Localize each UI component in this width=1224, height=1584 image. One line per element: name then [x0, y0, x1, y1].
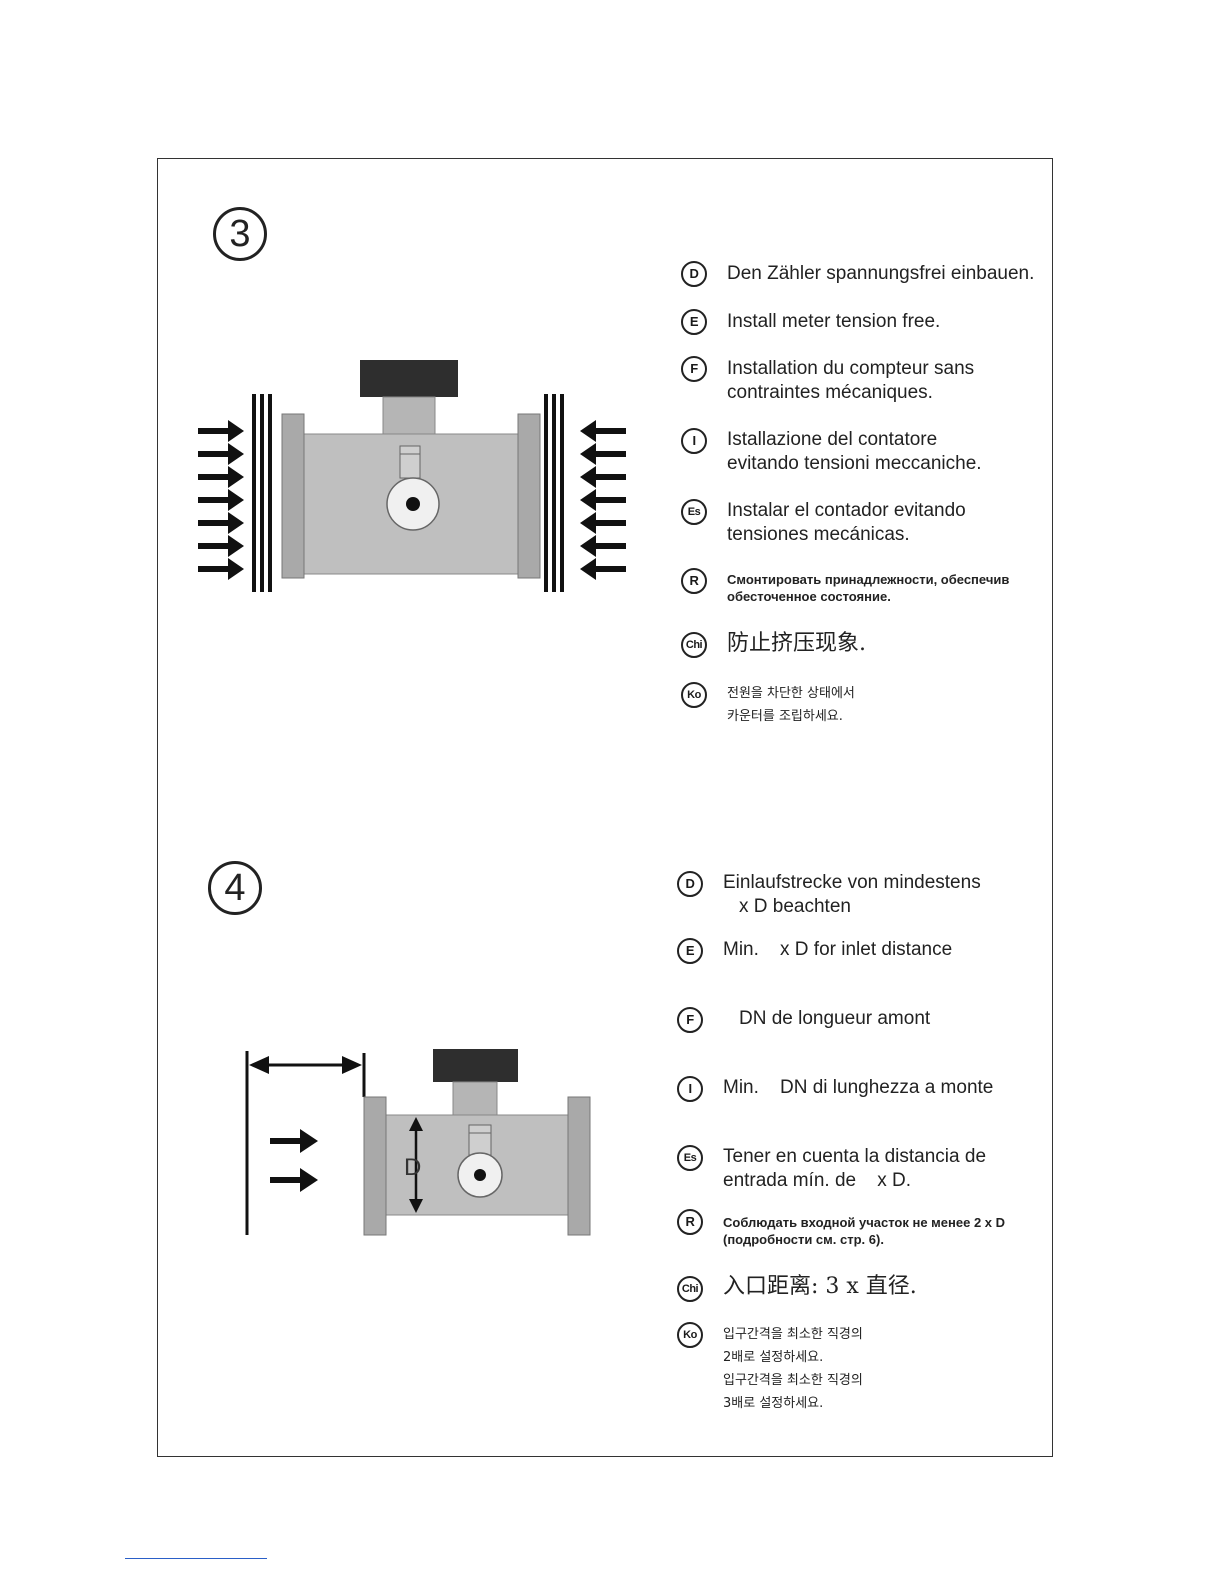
instruction-line: Instalar el contador evitando — [727, 500, 966, 521]
instruction-line: Соблюдать входной участок не менее 2 x D — [723, 1215, 1006, 1230]
instruction-line: entrada mín. de x D. — [723, 1170, 911, 1191]
lang-badge-ko: Ko — [681, 682, 707, 708]
instruction-line: tensiones mecánicas. — [727, 524, 910, 545]
instruction-line: 3배로 설정하세요. — [723, 1396, 824, 1411]
step3-instruction-fr: F Installation du compteur sans contrain… — [681, 356, 974, 405]
instruction-line: 입구간격을 최소한 직경의 — [723, 1327, 863, 1342]
instruction-line: Istallazione del contatore — [727, 429, 938, 450]
step4-instruction-it: I Min. DN di lunghezza a monte — [677, 1076, 993, 1102]
lang-badge-fr: F — [681, 356, 707, 382]
instruction-line: Min. x D for inlet distance — [723, 939, 953, 960]
step4-instruction-ko: Ko 입구간격을 최소한 직경의 2배로 설정하세요. 입구간격을 최소한 직경… — [677, 1322, 863, 1415]
lang-badge-ko: Ko — [677, 1322, 703, 1348]
step3-instruction-es: Es Instalar el contador evitando tension… — [681, 499, 966, 547]
lang-badge-en: E — [677, 938, 703, 964]
lang-badge-zh: Chi — [681, 632, 707, 658]
step4-instruction-en: E Min. x D for inlet distance — [677, 938, 952, 964]
step3-instruction-it: I Istallazione del contatore evitando te… — [681, 428, 982, 476]
instruction-line: Einlaufstrecke von mindestens — [723, 872, 981, 893]
instruction-line: Min. DN di lunghezza a monte — [723, 1077, 994, 1098]
inlet-distance-diagram — [245, 1049, 591, 1236]
lang-badge-de: D — [677, 871, 703, 897]
instruction-line: обесточенное состояние. — [727, 589, 891, 604]
lang-badge-es: Es — [681, 499, 707, 525]
step3-instruction-en: E Install meter tension free. — [681, 309, 940, 335]
step-4-number: 4 — [208, 861, 262, 915]
lang-badge-fr: F — [677, 1007, 703, 1033]
instruction-line: 防止挤压现象. — [727, 631, 866, 656]
instruction-line: 入口距离: 3 x 直径. — [723, 1274, 917, 1299]
step3-instruction-de: D Den Zähler spannungsfrei einbauen. — [681, 261, 1034, 287]
lang-badge-ru: R — [677, 1209, 703, 1235]
footer-rule — [125, 1558, 267, 1559]
step4-instruction-es: Es Tener en cuenta la distancia de entra… — [677, 1145, 986, 1193]
diameter-label: D — [404, 1154, 422, 1181]
step4-instruction-zh: Chi 入口距离: 3 x 直径. — [677, 1274, 917, 1302]
lang-badge-ru: R — [681, 568, 707, 594]
step4-instruction-fr: F DN de longueur amont — [677, 1007, 930, 1033]
instruction-line: (подробности см. стр. 6). — [723, 1232, 884, 1247]
lang-badge-en: E — [681, 309, 707, 335]
step4-instruction-ru: R Соблюдать входной участок не менее 2 x… — [677, 1209, 1005, 1248]
instruction-line: evitando tensioni meccaniche. — [727, 453, 982, 474]
step3-instruction-ko: Ko 전원을 차단한 상태에서 카운터를 조립하세요. — [681, 682, 855, 728]
step3-instruction-zh: Chi 防止挤压现象. — [681, 631, 866, 658]
step-3-number: 3 — [213, 207, 267, 261]
lang-badge-it: I — [677, 1076, 703, 1102]
instruction-line: Tener en cuenta la distancia de — [723, 1146, 987, 1167]
lang-badge-it: I — [681, 428, 707, 454]
instruction-line: contraintes mécaniques. — [727, 382, 933, 403]
instruction-line: 입구간격을 최소한 직경의 — [723, 1373, 863, 1388]
instruction-line: 카운터를 조립하세요. — [727, 709, 843, 724]
instruction-line: DN de longueur amont — [739, 1008, 931, 1029]
instruction-line: 2배로 설정하세요. — [723, 1350, 824, 1365]
page-frame — [157, 158, 1053, 1457]
lang-badge-es: Es — [677, 1145, 703, 1171]
instruction-line: x D beachten — [739, 896, 851, 917]
lang-badge-de: D — [681, 261, 707, 287]
step4-instruction-de: D Einlaufstrecke von mindestens x D beac… — [677, 871, 981, 919]
instruction-line: Installation du compteur sans — [727, 358, 975, 379]
instruction-line: 전원을 차단한 상태에서 — [727, 686, 855, 701]
instruction-line: Den Zähler spannungsfrei einbauen. — [727, 263, 1035, 284]
instruction-line: Смонтировать принадлежности, обеспечив — [727, 572, 1010, 587]
tension-free-diagram — [198, 360, 626, 592]
instruction-line: Install meter tension free. — [727, 311, 941, 332]
lang-badge-zh: Chi — [677, 1276, 703, 1302]
step3-instruction-ru: R Смонтировать принадлежности, обеспечив… — [681, 568, 1009, 605]
